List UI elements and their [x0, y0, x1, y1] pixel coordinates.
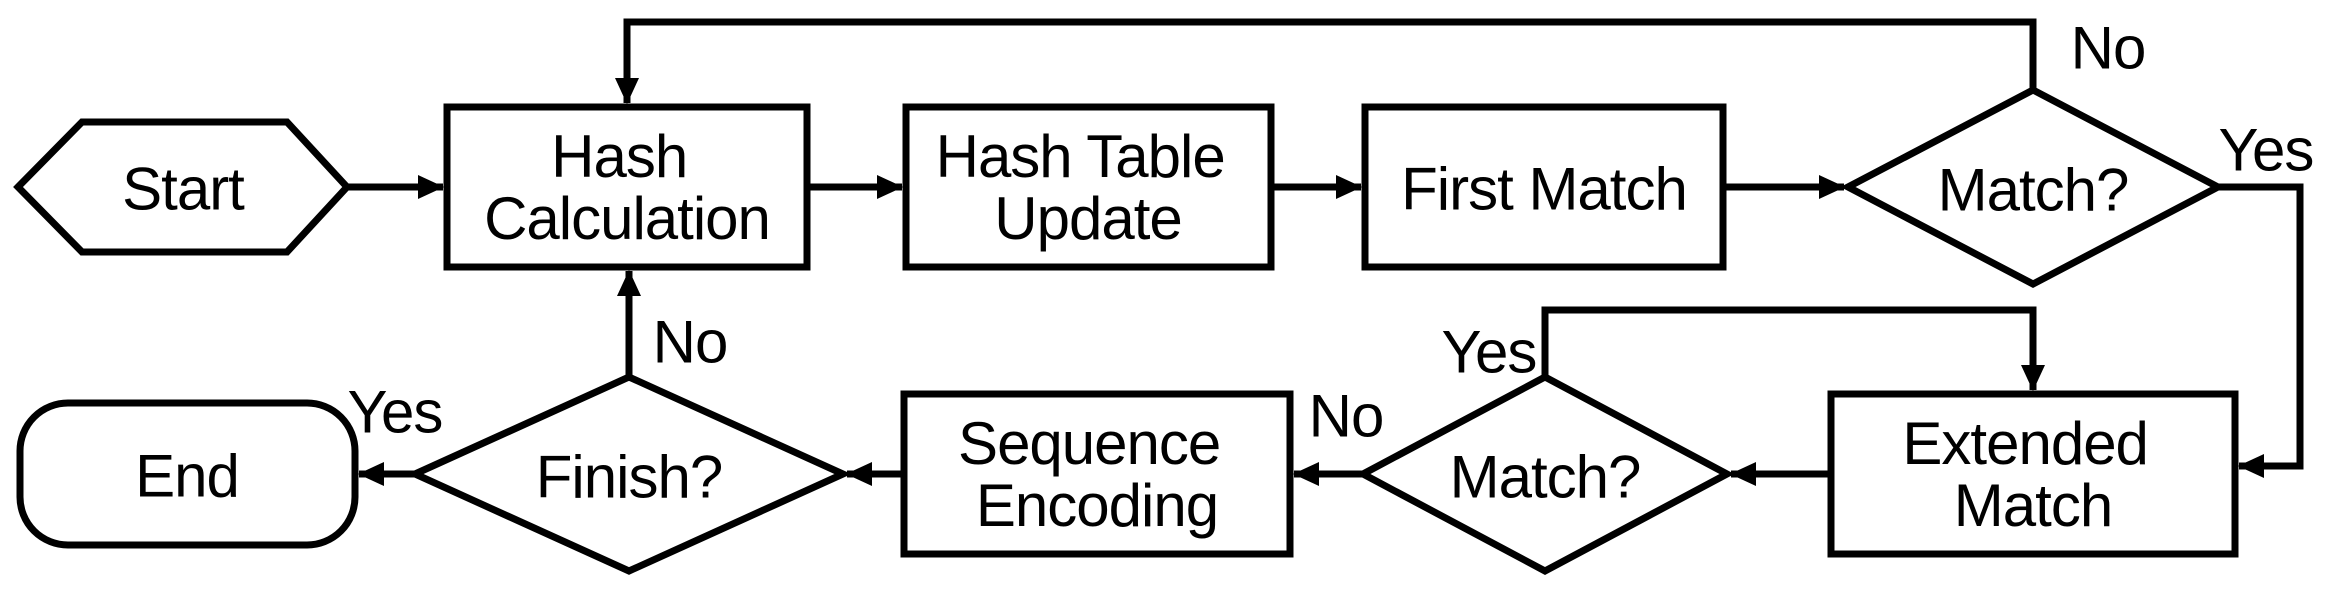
edge-label-finish-no: No — [653, 309, 728, 376]
start-node-label: Start — [122, 156, 245, 223]
start-node — [13, 118, 352, 256]
end-node-label: End — [135, 443, 239, 510]
edge-label-finish-yes: Yes — [348, 379, 443, 446]
first-match-node — [1361, 103, 1727, 271]
nodes: Start Hash Calculation Hash Table Update… — [13, 86, 2239, 575]
hash-table-update-node — [902, 103, 1275, 271]
edge-match-bottom-yes-loop-to-extended-match — [1541, 306, 2045, 391]
extended-match-node — [1827, 390, 2239, 558]
hash-calculation-node-label: Hash Calculation — [484, 123, 770, 252]
match-decision-bottom-node — [1355, 373, 1735, 575]
sequence-encoding-node-label: Sequence Encoding — [958, 410, 1236, 539]
hash-table-update-node-label: Hash Table Update — [936, 123, 1241, 252]
edge-label-match-bottom-yes: Yes — [1442, 319, 1537, 386]
edge-label-match-bottom-no: No — [1309, 383, 1384, 450]
match-decision-bottom-node-label: Match? — [1450, 444, 1641, 511]
edge-match-top-yes-to-extended-match — [2218, 183, 2304, 478]
match-decision-top-node — [1840, 86, 2226, 288]
finish-decision-node-label: Finish? — [536, 444, 722, 511]
edge-match-top-no-loop-to-hash-calculation — [615, 18, 2037, 104]
first-match-node-label: First Match — [1401, 156, 1687, 223]
edge-label-match-top-yes: Yes — [2219, 117, 2314, 184]
edge-label-match-top-no: No — [2071, 15, 2146, 82]
edges — [347, 18, 2304, 486]
sequence-encoding-node — [900, 390, 1294, 558]
end-node — [16, 399, 359, 549]
extended-match-node-label: Extended Match — [1902, 410, 2163, 539]
hash-calculation-node — [443, 103, 811, 271]
edge-labels: No Yes Yes No No Yes — [348, 15, 2315, 450]
match-decision-top-node-label: Match? — [1938, 157, 2129, 224]
finish-decision-node — [406, 373, 852, 575]
